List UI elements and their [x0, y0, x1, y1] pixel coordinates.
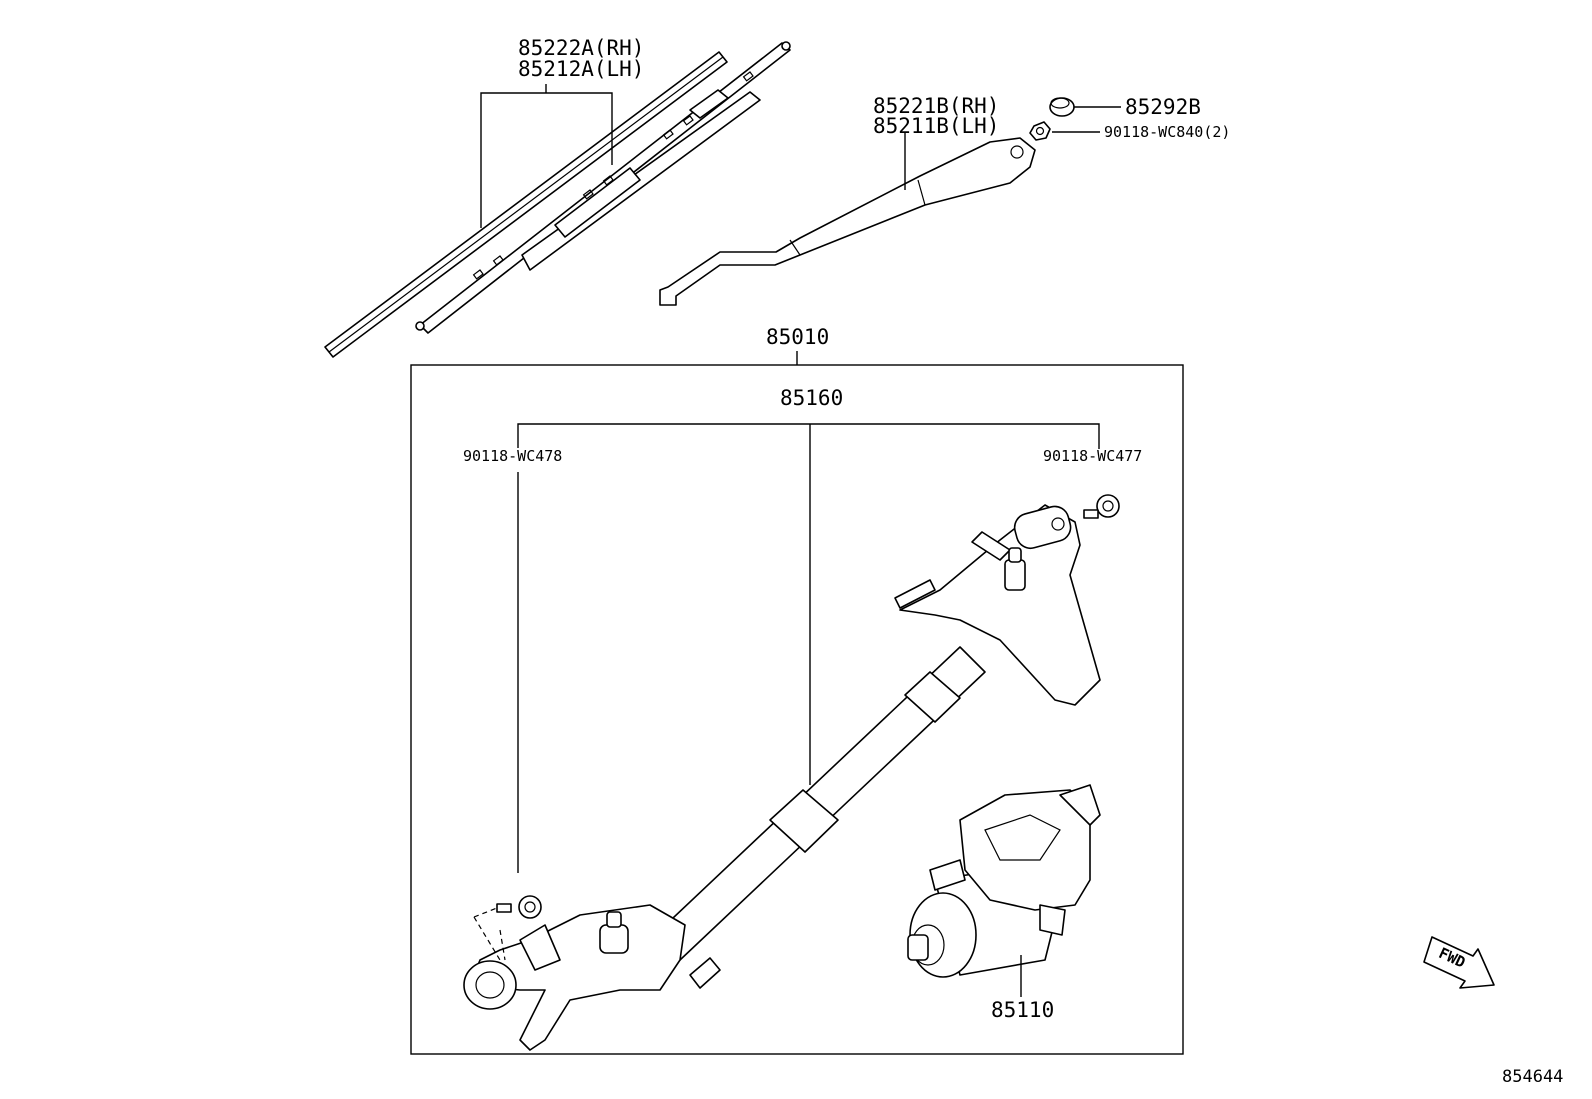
assembly-box	[410, 364, 1184, 1055]
link-leader	[517, 423, 1100, 873]
blade-leader	[480, 84, 613, 228]
bolt-right-part	[1083, 494, 1120, 519]
diagram-id: 854644	[1502, 1067, 1563, 1087]
wiper-blade	[324, 41, 791, 358]
arm-lh-label: 85211B(LH)	[873, 114, 999, 138]
wiper-linkage	[463, 504, 1101, 1051]
bolt-right-label: 90118-WC477	[1043, 447, 1142, 465]
blade-lh-label: 85212A(LH)	[518, 57, 644, 81]
arm-rh-label: 85221B(RH)	[873, 94, 999, 118]
nut-part	[1029, 121, 1051, 141]
motor-label: 85110	[991, 998, 1054, 1022]
link-label: 85160	[780, 386, 843, 410]
blade-rh-label: 85222A(RH)	[518, 36, 644, 60]
wiper-motor	[907, 784, 1101, 978]
nut-label: 90118-WC840(2)	[1104, 123, 1230, 141]
wiper-arm	[659, 137, 1036, 306]
bolt-left-part	[473, 895, 542, 961]
assembly-label: 85010	[766, 325, 829, 349]
cap-part	[1049, 97, 1075, 117]
fwd-arrow-icon: FWD	[1423, 936, 1495, 989]
bolt-left-label: 90118-WC478	[463, 447, 562, 465]
cap-label: 85292B	[1125, 95, 1201, 119]
